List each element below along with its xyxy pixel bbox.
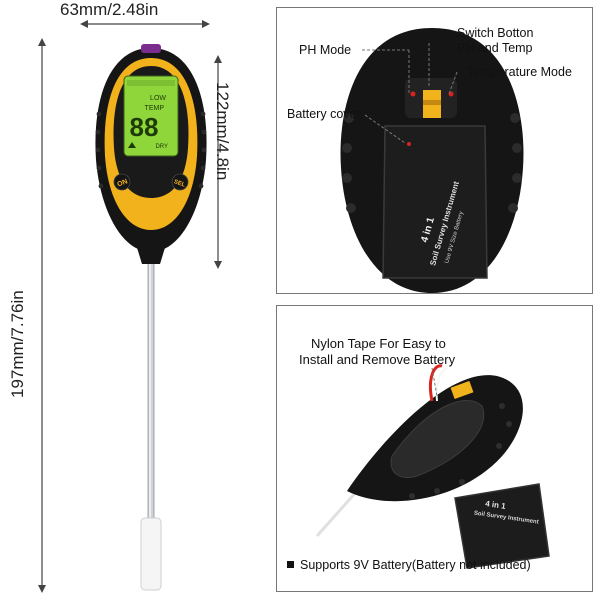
sel-button-label: SEL — [173, 179, 186, 189]
total-height-dimension-label: 197mm/7.76in — [8, 290, 27, 398]
ph-mode-callout: PH Mode — [299, 43, 352, 57]
lcd-dry-text: DRY — [155, 144, 168, 150]
width-dimension-arrow — [80, 20, 210, 28]
switch-callout-line1: Switch Botton — [457, 26, 534, 40]
bullet-square-icon — [287, 561, 294, 568]
cover-text-line1: 4 in 1 — [485, 499, 507, 511]
head-height-dimension-arrow — [214, 55, 222, 269]
meter-back-illustration: 4 in 1 Soil Survey Instrument Use 9V Siz… — [340, 28, 524, 293]
head-height-dimension-label: 122mm/4.8in — [213, 82, 232, 181]
meter-open-illustration: 4 in 1 Soil Survey Instrument — [315, 364, 550, 569]
soil-meter-illustration: LOW TEMP 88 DRY ON SEL — [95, 44, 207, 591]
battery-support-note: Supports 9V Battery(Battery not included… — [287, 558, 531, 572]
lcd-digits: 88 — [130, 112, 159, 142]
battery-install-panel: 4 in 1 Soil Survey Instrument Nylon Tape… — [276, 305, 593, 592]
on-button-label: ON — [116, 178, 128, 188]
battery-support-text: Supports 9V Battery(Battery not included… — [300, 558, 531, 572]
nylon-callout-line1: Nylon Tape For Easy to — [311, 336, 446, 351]
lcd-low-text: LOW — [150, 95, 166, 102]
battery-cover-panel: 4 in 1 Soil Survey Instrument Use 9V Siz… — [276, 7, 593, 294]
total-height-dimension-arrow — [38, 38, 46, 593]
switch-callout-line2: PH and Temp — [457, 41, 533, 55]
lcd-temp-text: TEMP — [145, 105, 165, 112]
width-dimension-label: 63mm/2.48in — [60, 0, 159, 19]
nylon-tape-callout: Nylon Tape For Easy to Install and Remov… — [299, 336, 455, 368]
battery-cover-callout: Battery cover — [287, 107, 361, 121]
switch-button-callout: Switch Botton PH and Temp — [457, 26, 533, 56]
nylon-callout-line2: Install and Remove Battery — [299, 352, 456, 367]
temperature-mode-callout: Temperature Mode — [467, 65, 572, 79]
